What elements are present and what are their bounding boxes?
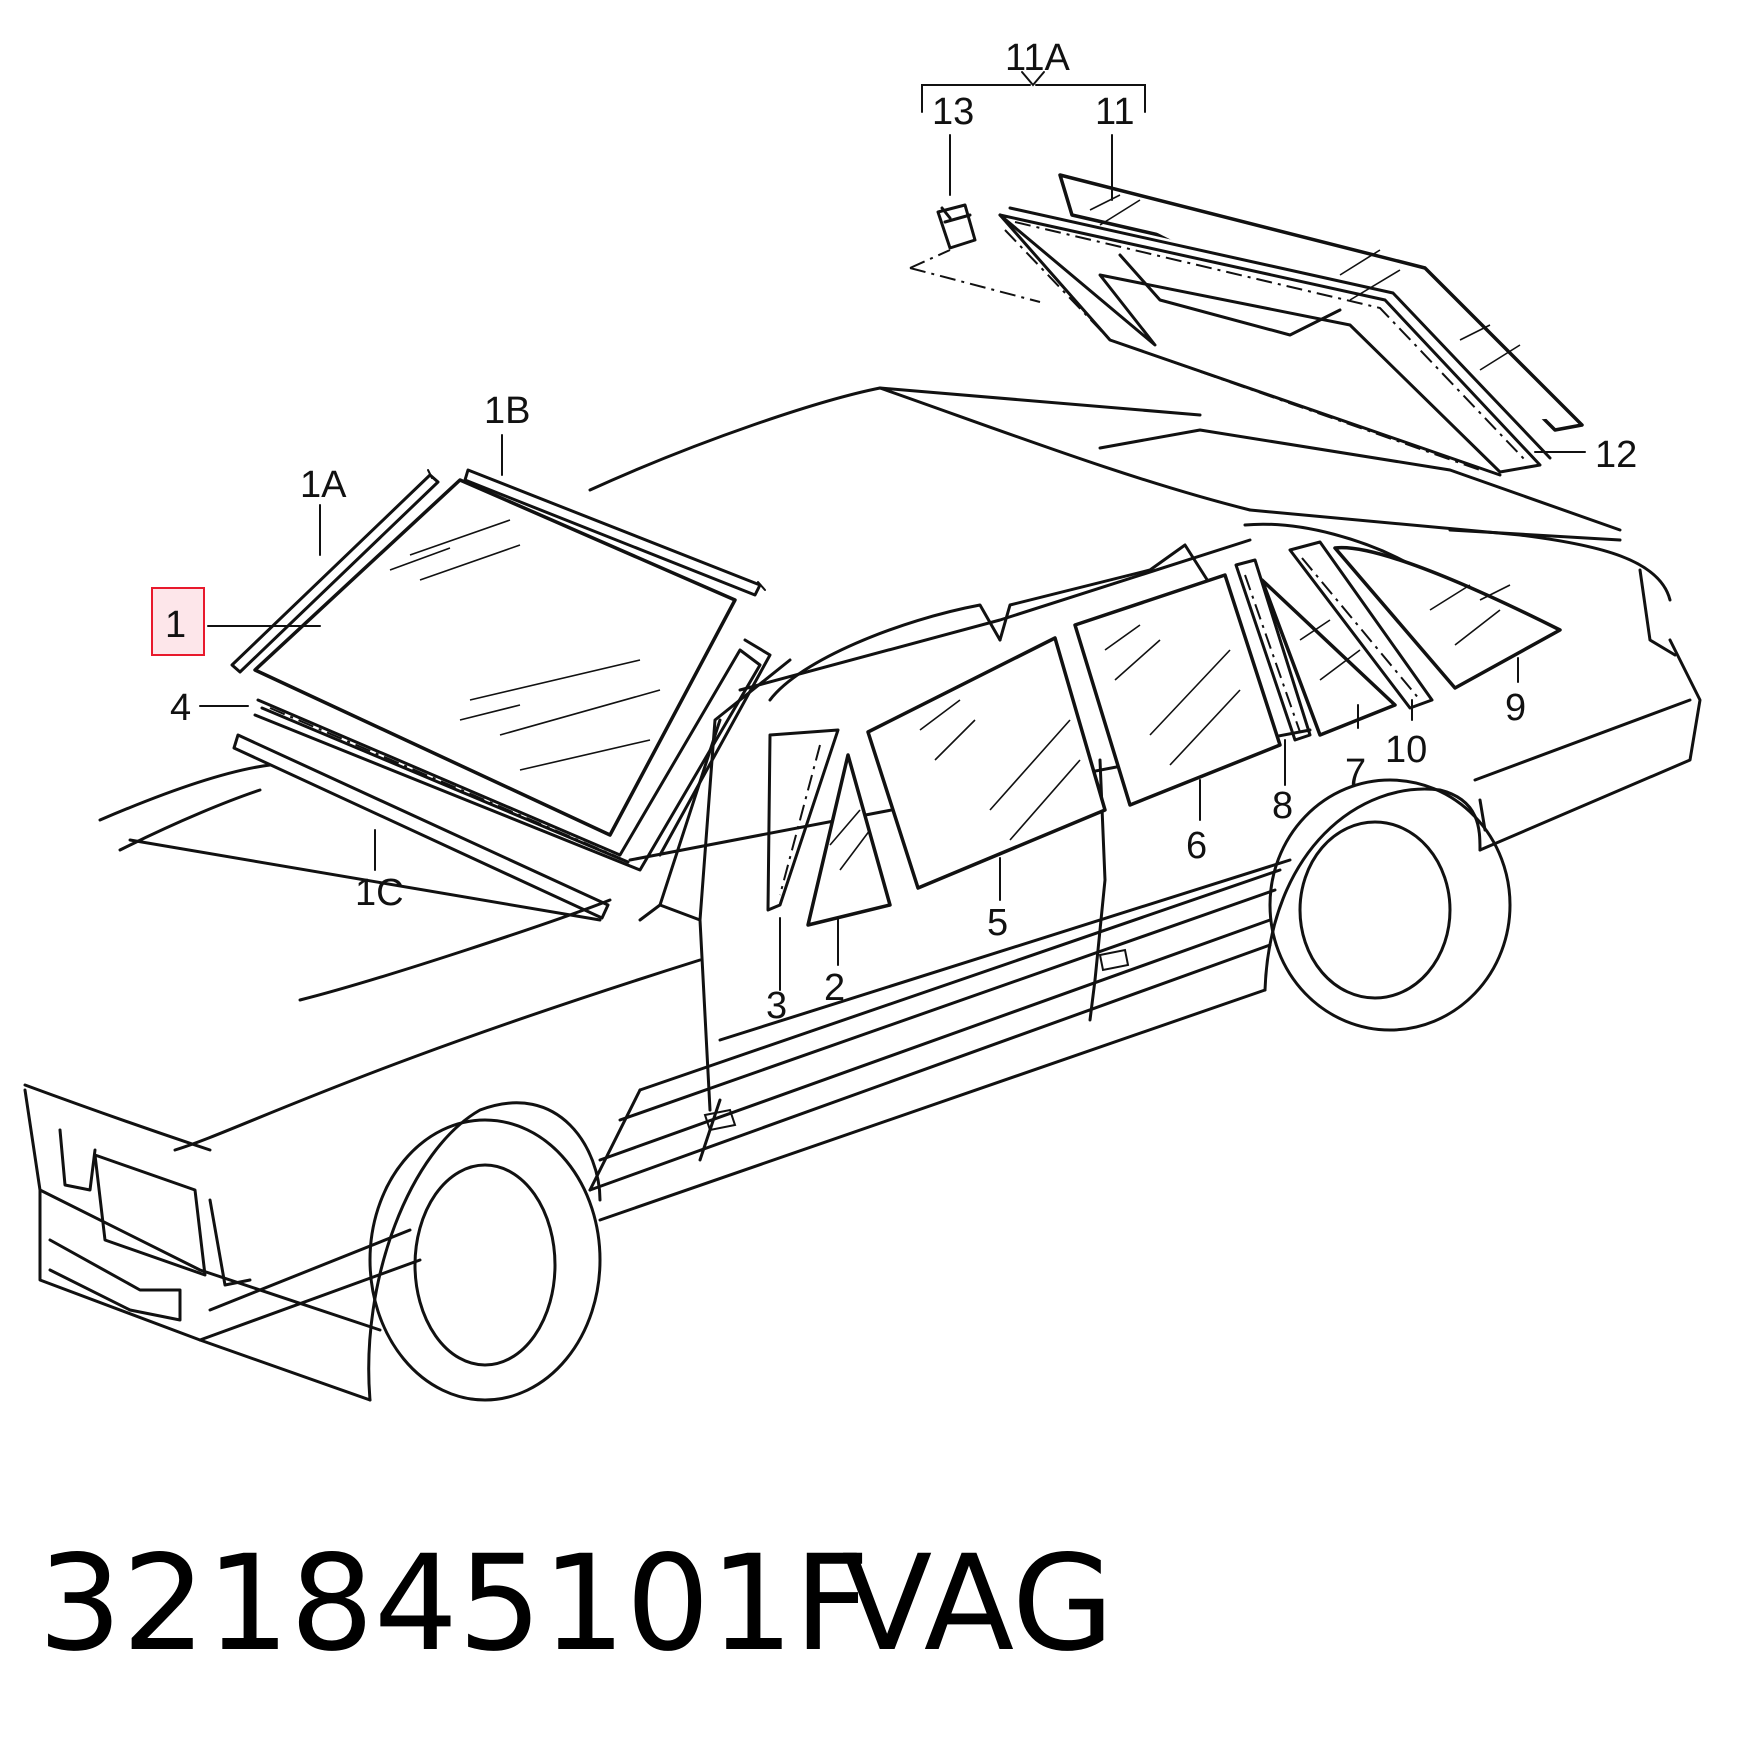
- callout-10: 10: [1385, 729, 1427, 771]
- callout-11a: 11A: [1005, 37, 1070, 79]
- callout-11: 11: [1095, 91, 1134, 133]
- callout-1b: 1B: [484, 390, 530, 432]
- sunroof-seal: [998, 206, 1552, 477]
- callout-1: 1: [165, 604, 186, 646]
- sunroof-dash-lines: [909, 249, 1041, 303]
- callout-4: 4: [170, 687, 191, 729]
- door-glass-rear: [1073, 573, 1282, 807]
- callout-12: 12: [1595, 434, 1637, 476]
- highlight-callout-1: [151, 587, 205, 656]
- callout-labels: 1 1A 1B 1C 4 2 3 5 6 7 8 9 10 11 11A 12 …: [151, 37, 1637, 1027]
- callout-13: 13: [932, 91, 974, 133]
- callout-5: 5: [987, 902, 1008, 944]
- windshield: [253, 478, 737, 837]
- car-body: [23, 386, 1702, 1402]
- quarter-glass-rear: [1288, 540, 1562, 710]
- callout-7: 7: [1345, 752, 1366, 794]
- callout-6: 6: [1186, 825, 1207, 867]
- windshield-seal: [253, 638, 772, 872]
- callout-1a: 1A: [300, 464, 347, 506]
- moulding-1a: [230, 469, 440, 674]
- sunroof-clip: [936, 203, 977, 250]
- vent-window-front: [766, 728, 892, 927]
- moulding-1c: [232, 733, 610, 920]
- callout-1c: 1C: [355, 872, 404, 914]
- callout-2: 2: [824, 967, 845, 1009]
- brand-label: VAG: [842, 1527, 1115, 1681]
- leader-lines: [199, 71, 1586, 991]
- callout-9: 9: [1505, 687, 1526, 729]
- door-glass-front: [866, 636, 1107, 890]
- callout-8: 8: [1272, 785, 1293, 827]
- windows-exploded-diagram: 1 1A 1B 1C 4 2 3 5 6 7 8 9 10 11 11A 12 …: [23, 37, 1702, 1402]
- part-number: 321845101F: [38, 1527, 870, 1681]
- callout-3: 3: [766, 985, 787, 1027]
- sunroof-glass: [1058, 173, 1584, 432]
- moulding-1b: [463, 468, 766, 597]
